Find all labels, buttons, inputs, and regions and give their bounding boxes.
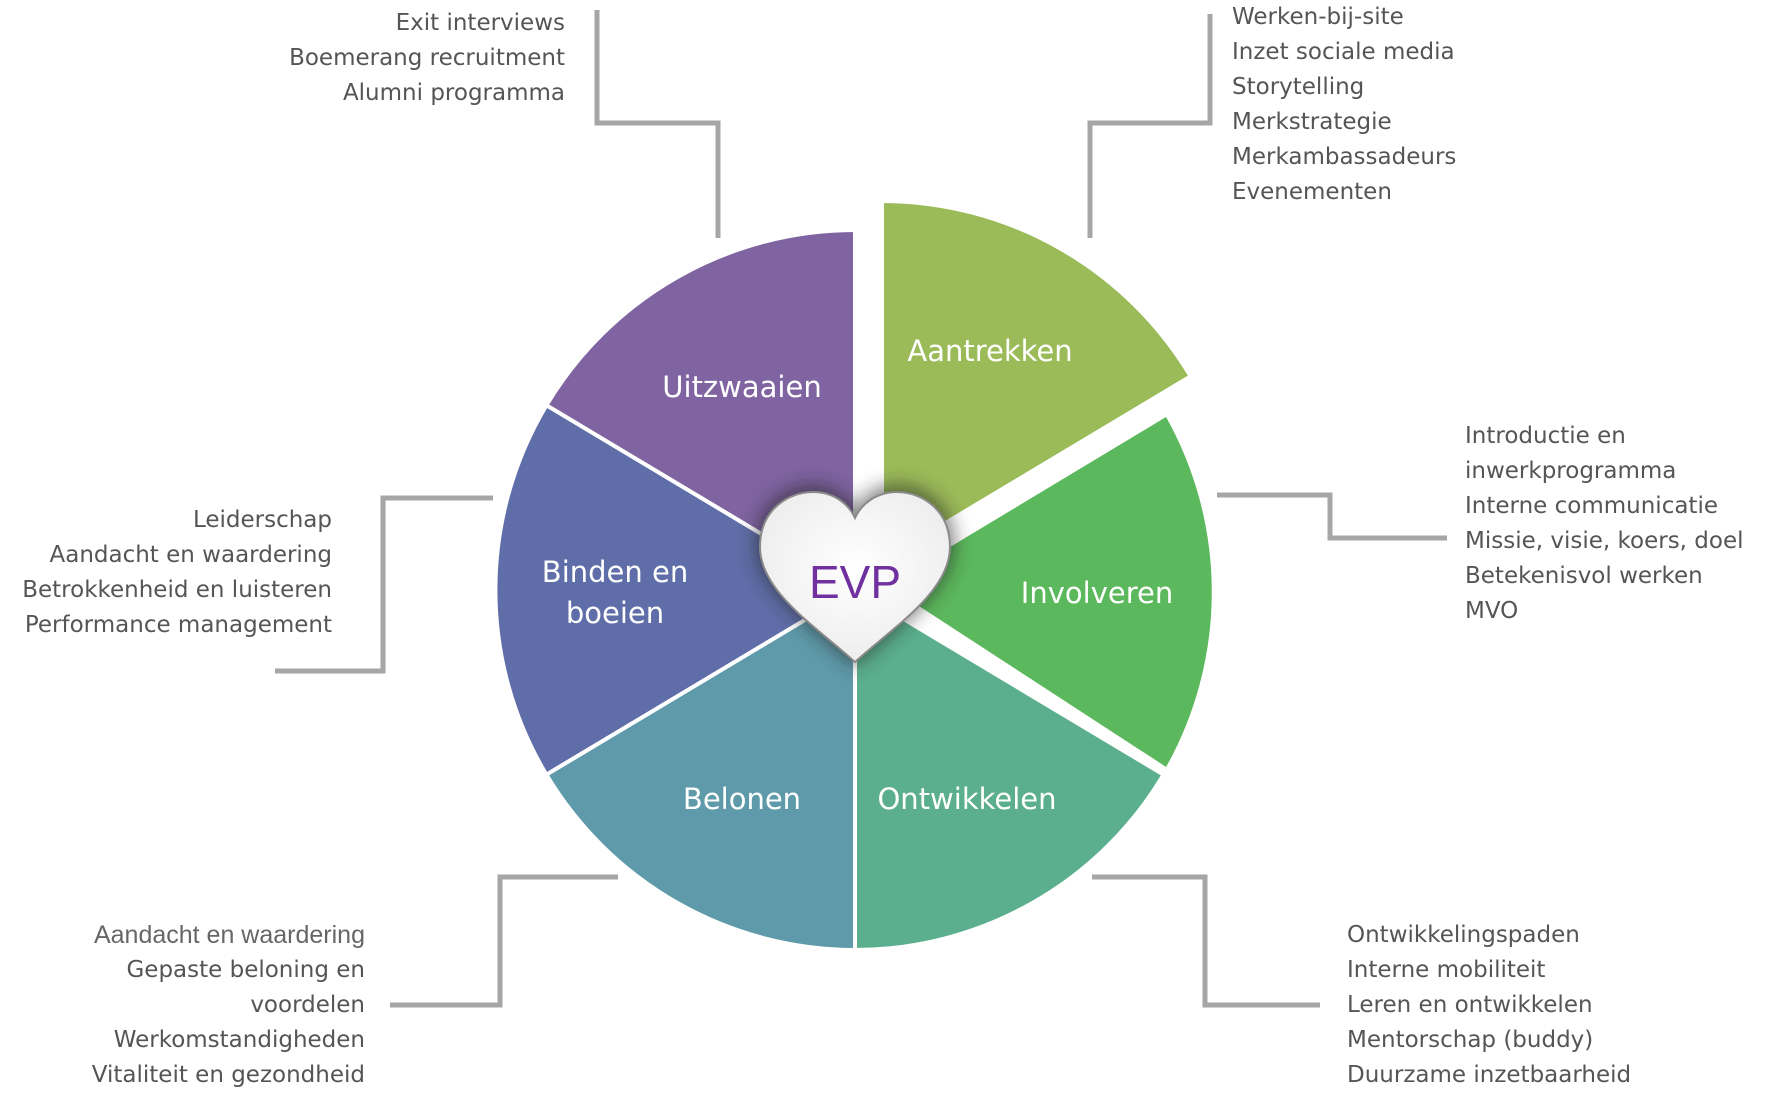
- segment-label-uitzwaaien: Uitzwaaien: [662, 370, 821, 404]
- callout-item: Boemerang recruitment: [289, 45, 565, 71]
- connector-belonen: [390, 874, 618, 1008]
- callout-item: MVO: [1465, 598, 1519, 624]
- callout-belonen: Aandacht en waardering Gepaste beloning …: [92, 918, 365, 1093]
- callout-item: voordelen: [250, 992, 365, 1018]
- callout-item: Mentorschap (buddy): [1347, 1027, 1594, 1053]
- heart-shape: [758, 490, 952, 664]
- callout-item: Evenementen: [1232, 179, 1392, 205]
- callout-item: inwerkprogramma: [1465, 458, 1677, 484]
- callout-item: Performance management: [24, 612, 332, 638]
- callout-item: Merkambassadeurs: [1232, 144, 1457, 170]
- callout-binden: Leiderschap Aandacht en waardering Betro…: [22, 503, 332, 643]
- segment-aantrekken: [880, 198, 1194, 565]
- callout-aantrekken: Werken-bij-site Inzet sociale media Stor…: [1232, 0, 1456, 210]
- callout-item: Werken-bij-site: [1232, 4, 1404, 30]
- callout-item: Merkstrategie: [1232, 109, 1392, 135]
- callout-item: Vitaliteit en gezondheid: [91, 1062, 365, 1088]
- callout-item: Betekenisvol werken: [1465, 563, 1703, 589]
- callout-involveren: Introductie en inwerkprogramma Interne c…: [1465, 419, 1744, 629]
- callout-item: Gepaste beloning en: [126, 957, 365, 983]
- connector-aantrekken-path: [1087, 14, 1213, 238]
- callout-item: Betrokkenheid en luisteren: [22, 577, 332, 603]
- connector-uitzwaaien: [594, 10, 721, 238]
- segment-involveren: [879, 411, 1216, 773]
- callout-item: Exit interviews: [395, 10, 565, 36]
- callout-item: Ontwikkelingspaden: [1347, 922, 1580, 948]
- segment-belonen: [543, 586, 857, 953]
- connector-ontwikkelen: [1092, 874, 1320, 1008]
- segment-label-aantrekken: Aantrekken: [907, 334, 1072, 368]
- callout-item: Leiderschap: [192, 507, 332, 533]
- callout-item: Aandacht en waardering: [49, 542, 332, 568]
- segment-binden: [493, 402, 859, 778]
- callout-ontwikkelen: Ontwikkelingspaden Interne mobiliteit Le…: [1347, 918, 1631, 1093]
- callout-item: Interne mobiliteit: [1347, 957, 1546, 983]
- segment-ontwikkelen: [853, 586, 1167, 953]
- callout-item: Introductie en: [1465, 423, 1626, 449]
- connector-involveren: [1217, 492, 1447, 541]
- callout-uitzwaaien: Exit interviews Boemerang recruitment Al…: [289, 6, 565, 111]
- segment-label-binden-line1: Binden en: [542, 555, 688, 589]
- segment-label-involveren: Involveren: [1021, 576, 1173, 610]
- connector-binden: [275, 495, 493, 674]
- callout-item: Missie, visie, koers, doel: [1465, 528, 1744, 554]
- callout-item: Werkomstandigheden: [113, 1027, 365, 1053]
- callout-item: Leren en ontwikkelen: [1347, 992, 1593, 1018]
- segment-label-binden-line2: boeien: [566, 596, 664, 630]
- callout-item: Aandacht en waardering: [93, 921, 365, 949]
- callout-item: Duurzame inzetbaarheid: [1347, 1062, 1632, 1088]
- callout-item: Interne communicatie: [1465, 493, 1718, 519]
- segment-label-belonen: Belonen: [683, 782, 801, 816]
- callout-item: Inzet sociale media: [1232, 39, 1455, 65]
- callout-item: Alumni programma: [342, 80, 565, 106]
- callout-item: Storytelling: [1232, 74, 1365, 100]
- segment-label-ontwikkelen: Ontwikkelen: [877, 782, 1056, 816]
- center-label: EVP: [809, 556, 901, 608]
